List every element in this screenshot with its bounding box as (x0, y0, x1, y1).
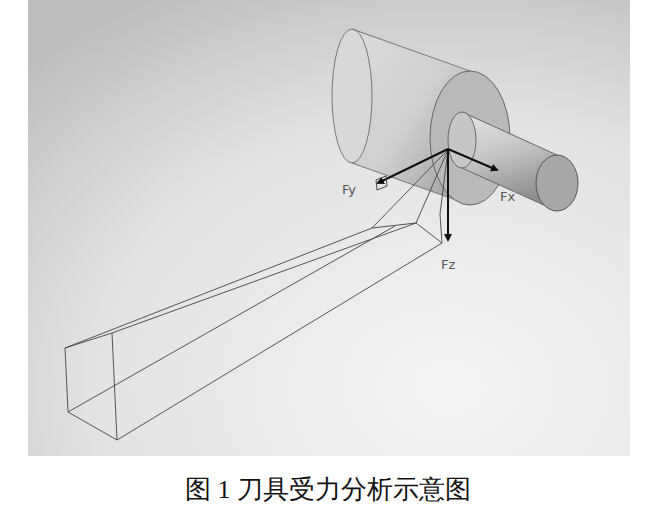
force-label: Fz (441, 258, 455, 271)
figure-caption: 图 1 刀具受力分析示意图 (185, 474, 471, 505)
force-label: Fx (500, 190, 515, 203)
force-label: Fy (342, 183, 356, 196)
